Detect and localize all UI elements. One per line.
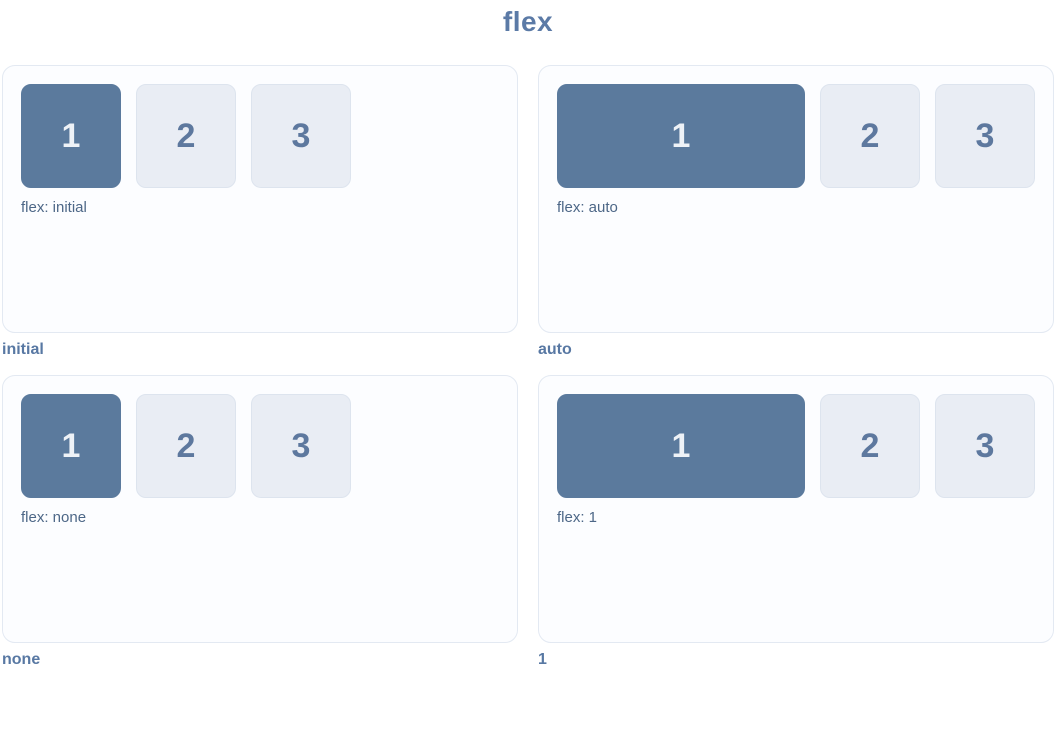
flex-item-1: 1 [21,394,121,498]
flex-item-2: 2 [136,394,236,498]
flex-caption: flex: auto [557,199,618,216]
panel-label: none [2,651,41,668]
flex-caption: flex: 1 [557,509,598,526]
flex-item-3: 3 [935,84,1035,188]
demo-flex-auto: 1 2 3 flex: auto auto [538,65,1054,375]
panel-label: auto [538,341,572,358]
flex-container-none: 1 2 3 flex: none [2,375,518,643]
flex-items-row: 1 2 3 [557,84,1035,188]
demo-grid: 1 2 3 flex: initial initial 1 2 3 flex: … [2,65,1054,685]
demo-flex-1: 1 2 3 flex: 1 1 [538,375,1054,685]
panel-label: 1 [538,651,547,668]
flex-container-auto: 1 2 3 flex: auto [538,65,1054,333]
flex-demo-page: flex 1 2 3 flex: initial initial 1 2 3 [2,6,1054,685]
demo-flex-none: 1 2 3 flex: none none [2,375,518,685]
flex-items-row: 1 2 3 [21,394,499,498]
flex-caption: flex: none [21,509,87,526]
flex-caption: flex: initial [21,199,87,216]
flex-item-1: 1 [557,394,805,498]
flex-item-2: 2 [820,84,920,188]
flex-item-1: 1 [557,84,805,188]
page-title: flex [502,6,554,37]
flex-item-2: 2 [820,394,920,498]
flex-items-row: 1 2 3 [557,394,1035,498]
flex-item-3: 3 [251,394,351,498]
demo-flex-initial: 1 2 3 flex: initial initial [2,65,518,375]
flex-container-initial: 1 2 3 flex: initial [2,65,518,333]
flex-item-1: 1 [21,84,121,188]
panel-label: initial [2,341,44,358]
flex-items-row: 1 2 3 [21,84,499,188]
flex-item-3: 3 [251,84,351,188]
flex-item-3: 3 [935,394,1035,498]
flex-container-1: 1 2 3 flex: 1 [538,375,1054,643]
flex-item-2: 2 [136,84,236,188]
